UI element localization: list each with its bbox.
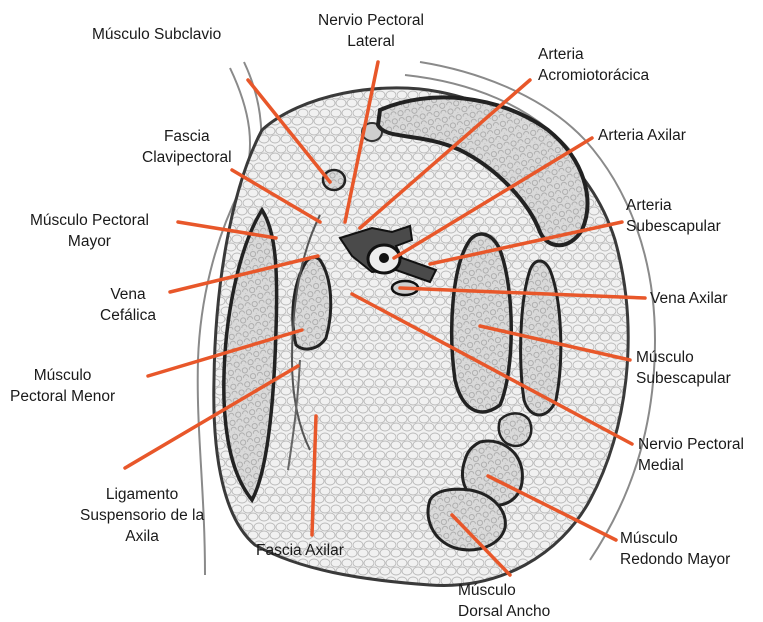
- label-musculo-redondo-mayor: Músculo Redondo Mayor: [620, 528, 730, 570]
- label-musculo-subescapular: Músculo Subescapular: [636, 347, 731, 389]
- label-line: Músculo Subclavio: [92, 24, 221, 45]
- label-line: Músculo: [458, 580, 550, 601]
- label-line: Arteria: [626, 195, 721, 216]
- label-line: Nervio Pectoral: [638, 434, 744, 455]
- label-ligamento-suspensorio: Ligamento Suspensorio de la Axila: [80, 484, 204, 547]
- leader-ligamento: [125, 366, 298, 468]
- leader-dorsal: [452, 515, 510, 575]
- leader-fascia-axilar: [312, 416, 316, 535]
- leader-acromio: [360, 80, 530, 228]
- label-fascia-axilar: Fascia Axilar: [256, 540, 344, 561]
- label-line: Nervio Pectoral: [318, 10, 424, 31]
- label-musculo-pectoral-menor: Músculo Pectoral Menor: [10, 365, 115, 407]
- leader-pectoral-menor: [148, 330, 302, 376]
- label-line: Subescapular: [626, 216, 721, 237]
- leader-redondo: [488, 476, 616, 540]
- label-line: Fascia: [142, 126, 232, 147]
- leader-vena-cefalica: [170, 256, 318, 292]
- label-vena-axilar: Vena Axilar: [650, 288, 728, 309]
- label-line: Axila: [80, 526, 204, 547]
- label-musculo-pectoral-mayor: Músculo Pectoral Mayor: [30, 210, 149, 252]
- label-line: Músculo: [620, 528, 730, 549]
- label-line: Arteria: [538, 44, 649, 65]
- label-line: Redondo Mayor: [620, 549, 730, 570]
- label-line: Vena: [100, 284, 156, 305]
- label-line: Dorsal Ancho: [458, 601, 550, 622]
- label-line: Arteria Axilar: [598, 125, 686, 146]
- leader-art-subesc: [430, 222, 622, 264]
- label-line: Acromiotorácica: [538, 65, 649, 86]
- label-line: Cefálica: [100, 305, 156, 326]
- label-musculo-dorsal-ancho: Músculo Dorsal Ancho: [458, 580, 550, 622]
- label-line: Músculo Pectoral: [30, 210, 149, 231]
- label-line: Mayor: [30, 231, 149, 252]
- label-line: Clavipectoral: [142, 147, 232, 168]
- label-arteria-axilar: Arteria Axilar: [598, 125, 686, 146]
- label-line: Ligamento: [80, 484, 204, 505]
- leader-fascia-clavi: [232, 170, 320, 222]
- leader-pectoral-lateral: [345, 62, 378, 222]
- leader-art-axilar: [394, 138, 592, 258]
- label-line: Medial: [638, 455, 744, 476]
- label-nervio-pectoral-medial: Nervio Pectoral Medial: [638, 434, 744, 476]
- label-line: Pectoral Menor: [10, 386, 115, 407]
- leader-pect-medial: [352, 294, 632, 444]
- label-line: Fascia Axilar: [256, 540, 344, 561]
- label-vena-cefalica: Vena Cefálica: [100, 284, 156, 326]
- label-arteria-acromiotoracica: Arteria Acromiotorácica: [538, 44, 649, 86]
- leader-vena-axilar: [400, 288, 645, 298]
- label-nervio-pectoral-lateral: Nervio Pectoral Lateral: [318, 10, 424, 52]
- leader-subclavio: [248, 80, 330, 182]
- leader-pectoral-mayor: [178, 222, 276, 238]
- label-line: Músculo: [636, 347, 731, 368]
- label-line: Músculo: [10, 365, 115, 386]
- label-musculo-subclavio: Músculo Subclavio: [92, 24, 221, 45]
- label-line: Suspensorio de la: [80, 505, 204, 526]
- label-line: Vena Axilar: [650, 288, 728, 309]
- label-line: Subescapular: [636, 368, 731, 389]
- leader-musc-subesc: [480, 326, 630, 360]
- label-fascia-clavipectoral: Fascia Clavipectoral: [142, 126, 232, 168]
- label-arteria-subescapular: Arteria Subescapular: [626, 195, 721, 237]
- label-line: Lateral: [318, 31, 424, 52]
